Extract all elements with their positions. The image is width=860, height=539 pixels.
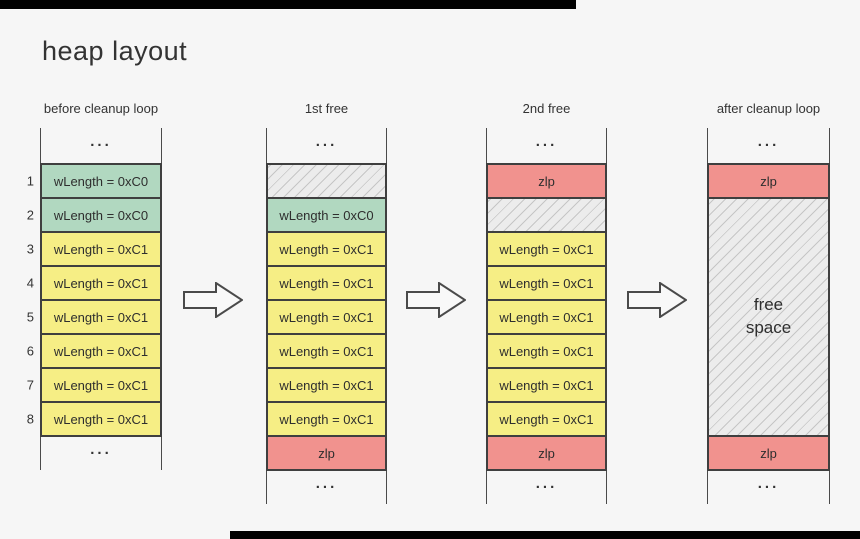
heap-cell-label: free space	[745, 295, 792, 337]
heap-cell: zlp	[266, 435, 387, 471]
heap-cell: wLength = 0xC1	[266, 401, 387, 437]
heap-cell-label: wLength = 0xC1	[279, 377, 374, 393]
heap-open-top: ...	[707, 128, 830, 163]
heap-cell: wLength = 0xC1 5	[27, 299, 162, 335]
heap-cells: zlp free space zlp	[707, 163, 830, 471]
heap-cell: wLength = 0xC1	[266, 299, 387, 335]
ellipsis-text: ...	[757, 475, 780, 492]
heap-cell-label: wLength = 0xC1	[279, 411, 374, 427]
row-number: 2	[26, 207, 34, 223]
heap-cell-label: wLength = 0xC1	[499, 377, 594, 393]
heap-cell-label: wLength = 0xC1	[279, 241, 374, 257]
heap-cell-label: wLength = 0xC0	[53, 173, 149, 189]
heap-cell-label: wLength = 0xC1	[499, 275, 594, 291]
heap-cell: wLength = 0xC1 7	[27, 367, 162, 403]
heap-cell: zlp	[486, 163, 607, 199]
heap-open-top: ...	[266, 128, 387, 163]
heap-cell: wLength = 0xC1	[486, 299, 607, 335]
heap-open-bottom: ...	[40, 437, 162, 470]
heap-cell-label: wLength = 0xC1	[499, 309, 594, 325]
top-black-bar	[0, 0, 576, 9]
heap-cell-label: wLength = 0xC1	[53, 377, 149, 393]
heap-cell: free space	[707, 197, 830, 437]
heap-cell-label: wLength = 0xC1	[279, 343, 374, 359]
right-arrow-icon	[627, 282, 687, 318]
row-number: 4	[26, 275, 34, 291]
heap-cell: wLength = 0xC0 1	[27, 163, 162, 199]
row-number: 7	[26, 377, 34, 393]
heap-cell-label: zlp	[318, 445, 335, 461]
heap-open-bottom: ...	[486, 471, 607, 504]
heap-cell: wLength = 0xC1	[486, 333, 607, 369]
heap-cell-label: wLength = 0xC1	[53, 309, 149, 325]
heap-cell: zlp	[486, 435, 607, 471]
ellipsis-text: ...	[535, 475, 558, 492]
heap-cell: wLength = 0xC1	[486, 231, 607, 267]
heap-cell-label: wLength = 0xC1	[279, 275, 374, 291]
row-number: 1	[26, 173, 34, 189]
heap-open-top: ...	[486, 128, 607, 163]
column-label: after cleanup loop	[716, 101, 821, 116]
heap-cell-label: wLength = 0xC1	[499, 411, 594, 427]
ellipsis-text: ...	[535, 133, 558, 150]
heap-cell: wLength = 0xC0 2	[27, 197, 162, 233]
heap-cell-label: zlp	[538, 445, 555, 461]
heap-open-top: ...	[40, 128, 162, 163]
column-label: 1st free	[304, 101, 349, 116]
heap-cell: wLength = 0xC1	[486, 265, 607, 301]
ellipsis-text: ...	[90, 133, 112, 150]
heap-cell-label: zlp	[760, 173, 777, 189]
heap-cells: zlp wLength = 0xC1 wLength = 0xC1 wLength =…	[486, 163, 607, 471]
heap-cell-label: wLength = 0xC0	[53, 207, 149, 223]
column-2nd-free: 2nd free ... zlp wLength = 0xC1 wLength = …	[486, 101, 607, 504]
heap-cells: wLength = 0xC0 wLength = 0xC1 wLength = 0x…	[266, 163, 387, 471]
heap-cell-label: wLength = 0xC1	[499, 241, 594, 257]
ellipsis-text: ...	[315, 475, 338, 492]
row-number: 6	[26, 343, 34, 359]
heap-cell-label: wLength = 0xC1	[53, 343, 149, 359]
heap-cell: wLength = 0xC1	[266, 367, 387, 403]
right-arrow-icon	[406, 282, 466, 318]
heap-cell-label: wLength = 0xC1	[53, 241, 149, 257]
heap-cell: wLength = 0xC1 8	[27, 401, 162, 437]
page-title: heap layout	[42, 36, 188, 66]
heap-cell-label: zlp	[760, 445, 777, 461]
bottom-black-bar	[230, 531, 860, 539]
right-arrow-icon	[183, 282, 243, 318]
row-number: 8	[26, 411, 34, 427]
heap-cell	[486, 197, 607, 233]
ellipsis-text: ...	[315, 133, 338, 150]
heap-cell-label: zlp	[538, 173, 555, 189]
heap-cell-label: wLength = 0xC1	[53, 275, 149, 291]
heap-cell	[266, 163, 387, 199]
heap-cell: wLength = 0xC1	[266, 231, 387, 267]
heap-open-bottom: ...	[266, 471, 387, 504]
column-label: before cleanup loop	[43, 101, 159, 116]
ellipsis-text: ...	[757, 133, 780, 150]
heap-cell: wLength = 0xC1	[266, 265, 387, 301]
heap-cell-label: wLength = 0xC1	[279, 309, 374, 325]
heap-cell: wLength = 0xC1	[486, 367, 607, 403]
heap-cell: wLength = 0xC1	[266, 333, 387, 369]
heap-cell: zlp	[707, 435, 830, 471]
heap-cell-label: wLength = 0xC0	[279, 207, 374, 223]
heap-cell-label: wLength = 0xC1	[53, 411, 149, 427]
row-number: 5	[26, 309, 34, 325]
heap-cell-label: wLength = 0xC1	[499, 343, 594, 359]
heap-cell: wLength = 0xC1	[486, 401, 607, 437]
row-number: 3	[26, 241, 34, 257]
heap-cell: wLength = 0xC1 3	[27, 231, 162, 267]
heap-cell: wLength = 0xC0	[266, 197, 387, 233]
heap-cell: wLength = 0xC1 4	[27, 265, 162, 301]
ellipsis-text: ...	[90, 441, 112, 458]
heap-open-bottom: ...	[707, 471, 830, 504]
heap-cell: zlp	[707, 163, 830, 199]
column-label: 2nd free	[522, 101, 571, 116]
heap-cell: wLength = 0xC1 6	[27, 333, 162, 369]
